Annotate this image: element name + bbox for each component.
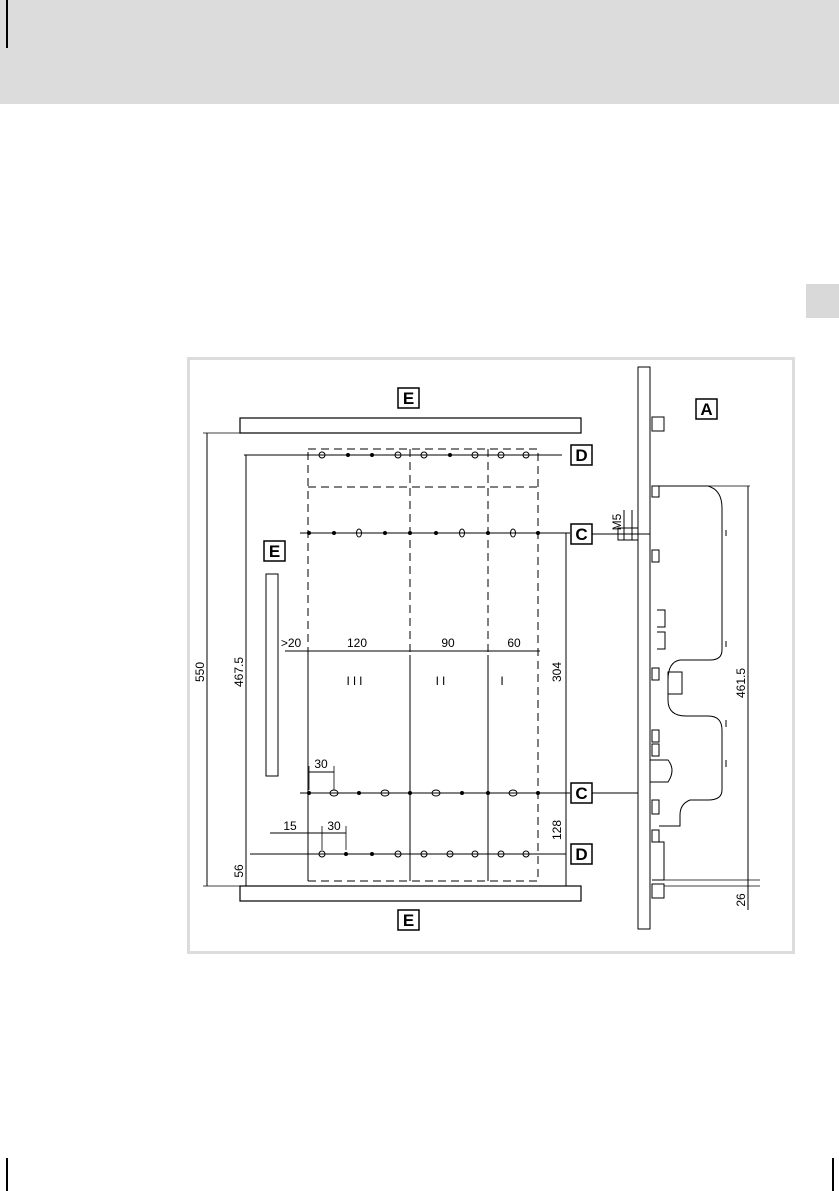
dim-gt20: >20	[281, 636, 302, 650]
label-a: A	[700, 400, 712, 419]
dim-304: 304	[550, 662, 564, 682]
dim-m5: M5	[610, 513, 624, 530]
zone-i: I	[500, 674, 503, 688]
label-d-top: D	[575, 446, 587, 465]
dim-461-5: 461.5	[734, 668, 748, 698]
mounting-area-outline	[308, 449, 538, 881]
bottom-cable-duct	[240, 886, 581, 901]
dim-56: 56	[232, 864, 246, 878]
dim-15: 15	[283, 819, 297, 833]
label-c-upper: C	[575, 525, 587, 544]
dim-550: 550	[193, 662, 207, 682]
drawing-frame: E E E A III II I >20 120 90 60	[187, 357, 795, 954]
label-e-left: E	[269, 542, 280, 561]
zone-iii: III	[346, 674, 365, 688]
dim-26: 26	[734, 893, 748, 907]
dim-60: 60	[507, 636, 521, 650]
crop-mark-bottom-left	[6, 1158, 8, 1191]
crop-mark-bottom-right	[832, 1158, 834, 1191]
zone-ii: II	[436, 674, 449, 688]
mounting-drawing: E E E A III II I >20 120 90 60	[190, 360, 792, 951]
top-cable-duct	[240, 418, 581, 433]
hole-row-lower-c	[300, 790, 570, 796]
device-side-view	[618, 367, 726, 929]
dim-30-lower: 30	[327, 819, 341, 833]
label-c-lower: C	[575, 784, 587, 803]
dim-467-5: 467.5	[232, 657, 246, 687]
dim-90: 90	[441, 636, 455, 650]
label-e-top: E	[403, 389, 414, 408]
chapter-tab	[806, 284, 839, 318]
dim-120: 120	[347, 636, 367, 650]
hole-row-top-d	[244, 452, 562, 458]
hole-row-upper-c	[300, 529, 570, 537]
hole-row-bottom-d	[250, 851, 566, 857]
dim-128: 128	[550, 820, 564, 840]
left-cable-duct	[266, 574, 278, 776]
label-d-bottom: D	[575, 845, 587, 864]
crop-mark-top-left	[6, 0, 8, 48]
dim-30-upper: 30	[314, 757, 328, 771]
page-header-band	[0, 0, 839, 104]
label-e-bottom: E	[403, 911, 414, 930]
